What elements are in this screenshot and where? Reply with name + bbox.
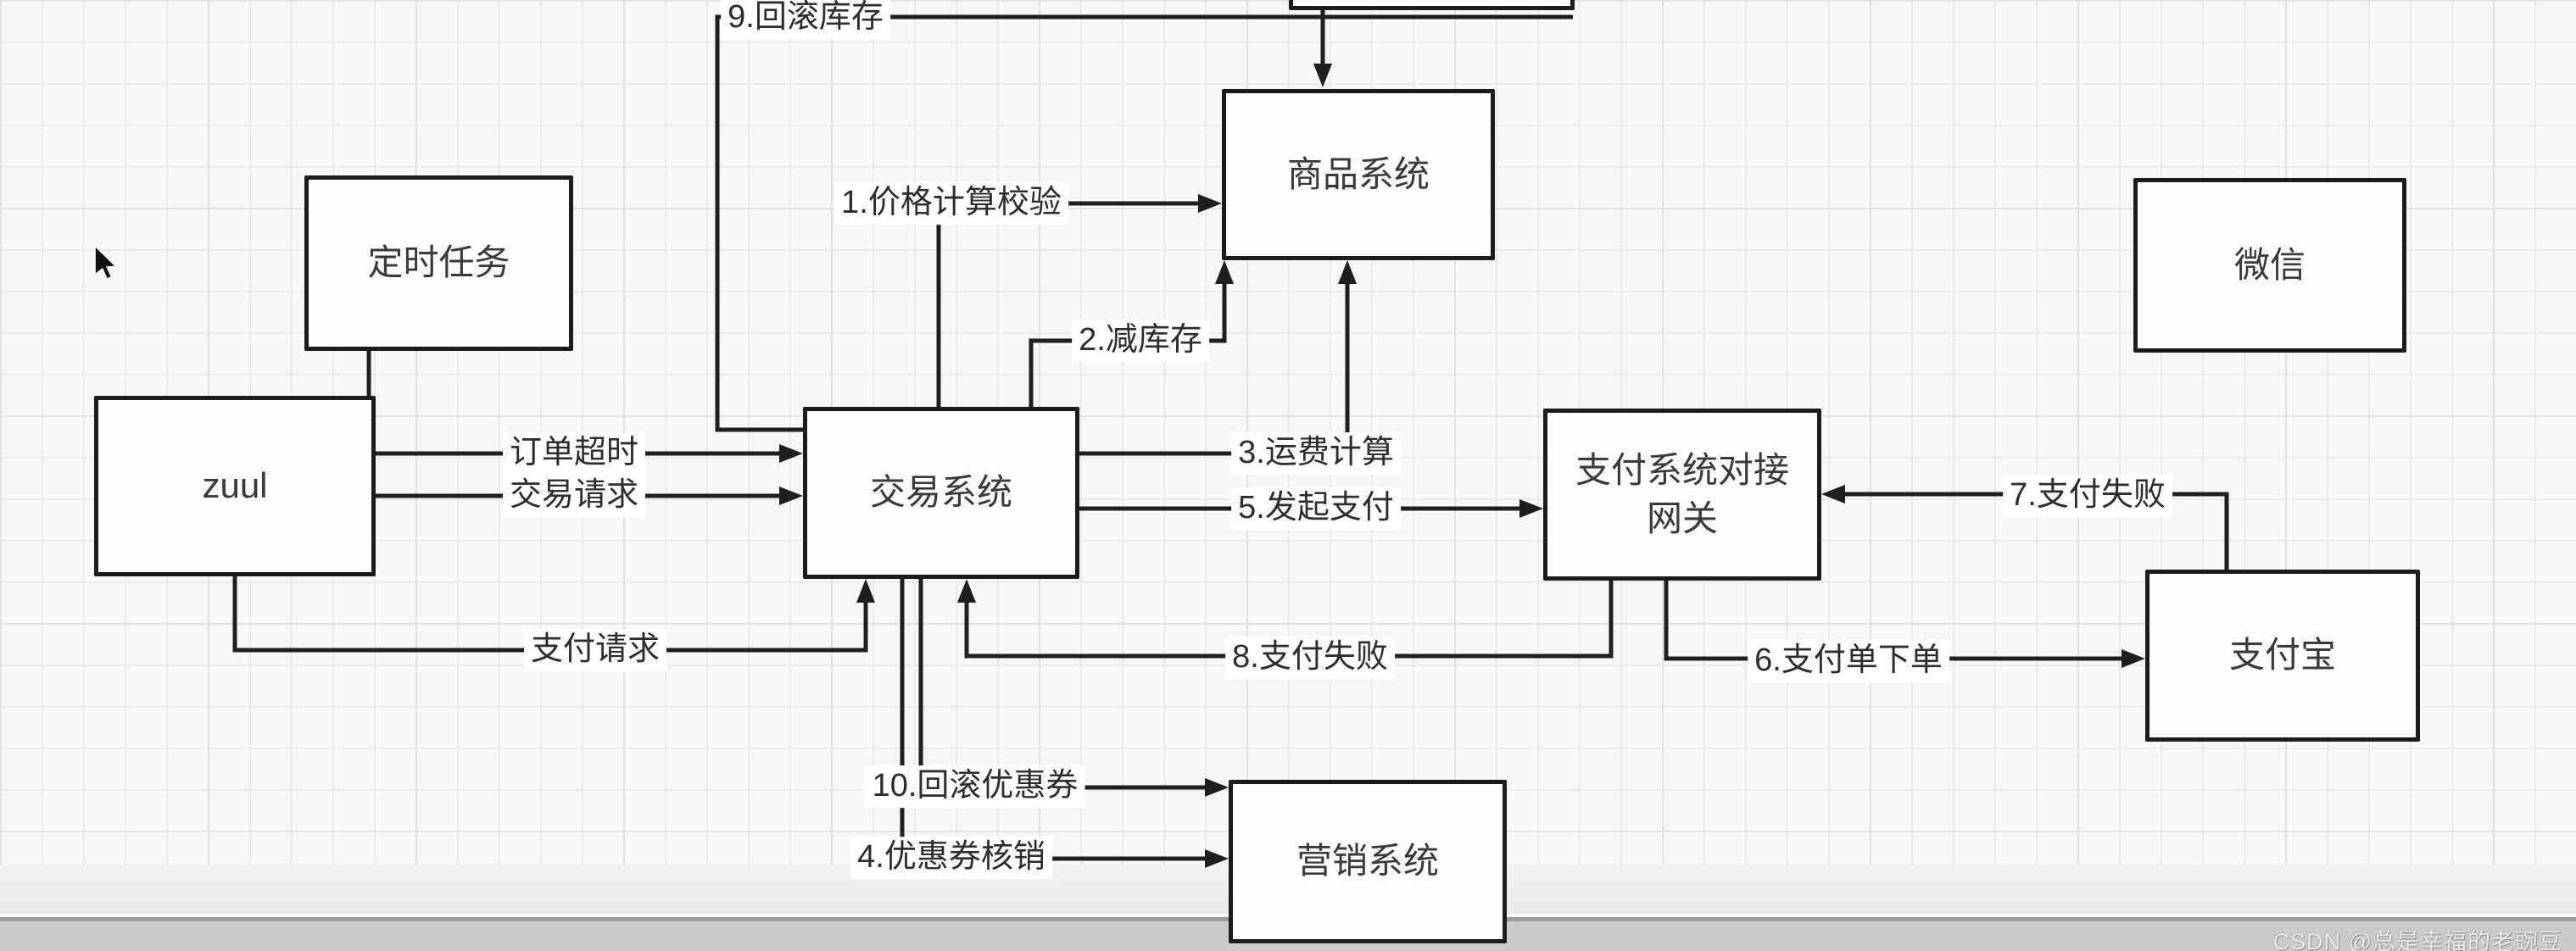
edge-5-initiate-payment-label: 5.发起支付 bbox=[1231, 487, 1401, 530]
edge-6-payment-order-arrowhead bbox=[2122, 649, 2145, 668]
edge-5-initiate-payment-arrowhead bbox=[1519, 499, 1543, 518]
edge-8-payment-failed-arrowhead bbox=[957, 579, 976, 603]
edge-order-timeout-label: 订单超时 bbox=[502, 432, 646, 475]
edge-3-shipping-calc-arrowhead bbox=[1338, 260, 1357, 284]
edge-3-shipping-calc bbox=[1079, 284, 1350, 456]
edge-7-payment-failed bbox=[1845, 492, 2229, 570]
edge-4-coupon-redeem-arrowhead bbox=[1205, 849, 1229, 868]
node-payment-gateway: 支付系统对接 网关 bbox=[1543, 409, 1821, 581]
edge-9-rollback-stock bbox=[715, 14, 1573, 432]
edge-10-rollback-coupon-label: 10.回滚优惠券 bbox=[865, 765, 1085, 808]
node-alipay: 支付宝 bbox=[2145, 570, 2420, 742]
edge-1-price-check bbox=[936, 201, 1198, 407]
node-trade-system: 交易系统 bbox=[803, 407, 1079, 579]
edge-9-rollback-stock-label: 9.回滚库存 bbox=[721, 0, 890, 39]
edge-4-coupon-redeem bbox=[900, 579, 1205, 861]
edge-1-price-check-label: 1.价格计算校验 bbox=[834, 182, 1068, 225]
edge-trade-request-arrowhead bbox=[779, 487, 803, 505]
edge-8-payment-failed-label: 8.支付失败 bbox=[1225, 637, 1395, 679]
edge-2-reduce-stock-arrowhead bbox=[1215, 260, 1234, 284]
edge-order-timeout-arrowhead bbox=[779, 444, 803, 463]
edge-3-shipping-calc-label: 3.运费计算 bbox=[1231, 432, 1401, 475]
node-wechat: 微信 bbox=[2133, 178, 2406, 353]
node-partial-top bbox=[1289, 0, 1575, 10]
edge-10-rollback-coupon bbox=[918, 579, 1205, 790]
edge-7-payment-failed-arrowhead bbox=[1821, 485, 1845, 503]
mouse-cursor bbox=[94, 246, 118, 281]
node-marketing-system: 营销系统 bbox=[1229, 780, 1507, 943]
edge-payment-request-label: 支付请求 bbox=[523, 629, 667, 671]
edge-6-payment-order-label: 6.支付单下单 bbox=[1748, 640, 1949, 682]
edge-7-payment-failed-label: 7.支付失败 bbox=[2003, 475, 2172, 517]
edge-2-reduce-stock-label: 2.减库存 bbox=[1072, 320, 1209, 362]
edge-6-payment-order bbox=[1664, 581, 2122, 661]
csdn-watermark: CSDN @总是幸福的老豌豆 bbox=[2272, 929, 2562, 951]
node-scheduled-task: 定时任务 bbox=[304, 175, 573, 351]
node-product-system: 商品系统 bbox=[1222, 89, 1495, 260]
edge-payment-request-arrowhead bbox=[856, 579, 875, 603]
edge-4-coupon-redeem-label: 4.优惠券核销 bbox=[850, 837, 1052, 879]
edge-topbox-to-product-arrowhead bbox=[1313, 64, 1332, 87]
edge-10-rollback-coupon-arrowhead bbox=[1205, 778, 1229, 797]
edge-1-price-check-arrowhead bbox=[1198, 194, 1222, 213]
node-zuul: zuul bbox=[94, 396, 376, 576]
edge-trade-request-label: 交易请求 bbox=[502, 475, 646, 517]
